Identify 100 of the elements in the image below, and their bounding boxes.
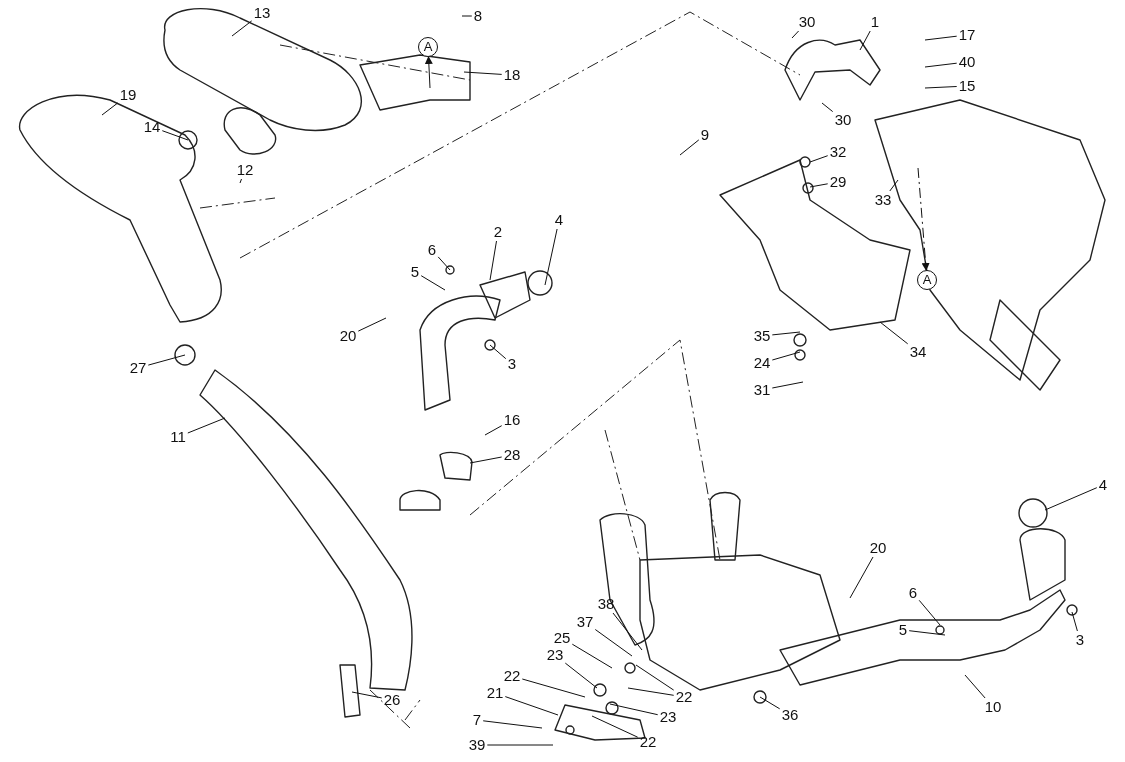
- leader-line: [849, 556, 874, 599]
- callout-number: 9: [699, 127, 711, 143]
- leader-line: [489, 344, 507, 360]
- callout-number: 20: [338, 328, 358, 344]
- leader-line: [187, 417, 226, 434]
- reference-arrow: [424, 56, 433, 89]
- callout-number: 2: [492, 224, 504, 240]
- callout-number: 6: [907, 585, 919, 601]
- leader-line: [821, 102, 834, 113]
- callout-number: 20: [868, 540, 888, 556]
- leader-line: [918, 599, 941, 626]
- callout-number: 26: [382, 692, 402, 708]
- leader-line: [504, 696, 559, 716]
- leader-line: [809, 155, 829, 163]
- callout-number: 21: [485, 685, 505, 701]
- callout-number: 11: [169, 429, 187, 445]
- leader-line: [482, 720, 543, 729]
- callout-number: 18: [502, 67, 522, 83]
- leader-line: [521, 678, 586, 698]
- callout-number: 31: [752, 382, 772, 398]
- callout-number: 1: [869, 14, 881, 30]
- callout-number: 13: [252, 5, 272, 21]
- callout-number: 23: [545, 647, 565, 663]
- callout-number: 22: [502, 668, 522, 684]
- leader-line: [101, 102, 119, 116]
- callout-number: 37: [575, 614, 595, 630]
- leader-line: [231, 20, 253, 37]
- leader-line: [889, 179, 899, 192]
- leader-line: [420, 275, 446, 291]
- callout-number: 7: [471, 712, 483, 728]
- leader-line: [879, 321, 909, 345]
- leader-line: [461, 15, 473, 17]
- leader-line: [147, 354, 186, 366]
- callout-number: 23: [658, 709, 678, 725]
- reference-arrow: [917, 167, 930, 271]
- leader-line: [484, 425, 503, 436]
- leader-line: [908, 630, 946, 636]
- leader-line: [771, 351, 801, 361]
- callout-number: 30: [833, 112, 853, 128]
- callout-number: 19: [118, 87, 138, 103]
- callout-number: 22: [638, 734, 658, 750]
- callout-number: 35: [752, 328, 772, 344]
- callout-number: 4: [553, 212, 565, 228]
- callout-number: 4: [1097, 477, 1109, 493]
- callout-number: 40: [957, 54, 977, 70]
- callout-number: 3: [1074, 632, 1086, 648]
- callout-number: 5: [897, 622, 909, 638]
- callout-number: 38: [596, 596, 616, 612]
- leader-line: [612, 612, 643, 651]
- leader-line: [635, 664, 675, 691]
- callout-number: 24: [752, 355, 772, 371]
- leader-line: [351, 691, 383, 699]
- callout-number: 14: [142, 119, 162, 135]
- leader-line: [564, 662, 598, 689]
- leader-line: [1071, 611, 1078, 632]
- leader-line: [544, 228, 558, 286]
- leader-line: [771, 331, 801, 336]
- callout-number: 28: [502, 447, 522, 463]
- callout-number: 8: [472, 8, 484, 24]
- callout-number: 17: [957, 27, 977, 43]
- leader-line: [859, 30, 871, 51]
- leader-line: [759, 696, 781, 710]
- leader-line: [1044, 487, 1098, 511]
- callout-number: 29: [828, 174, 848, 190]
- leader-line: [924, 35, 958, 41]
- callout-number: 15: [957, 78, 977, 94]
- leader-line: [924, 86, 958, 89]
- callout-number: 30: [797, 14, 817, 30]
- callout-number: 33: [873, 192, 893, 208]
- leader-line: [571, 643, 613, 669]
- callout-number: 5: [409, 264, 421, 280]
- leader-line: [239, 178, 242, 184]
- callout-number: 32: [828, 144, 848, 160]
- callout-number: 12: [235, 162, 255, 178]
- callout-number: 16: [502, 412, 522, 428]
- callout-number: 39: [467, 737, 487, 753]
- leader-line: [809, 183, 829, 188]
- callout-number: 6: [426, 242, 438, 258]
- reference-marker: A: [418, 37, 438, 57]
- leader-line: [594, 629, 633, 657]
- callout-number: 10: [983, 699, 1003, 715]
- leader-line: [964, 674, 986, 699]
- leader-line: [161, 130, 189, 141]
- reference-marker: A: [917, 270, 937, 290]
- leader-line: [771, 381, 804, 389]
- leader-line: [489, 240, 497, 281]
- leader-line: [469, 456, 503, 464]
- callout-number: 36: [780, 707, 800, 723]
- leader-line: [437, 256, 451, 271]
- leader-line: [924, 62, 958, 68]
- callout-number: 27: [128, 360, 148, 376]
- callout-number: 22: [674, 689, 694, 705]
- callout-number: 34: [908, 344, 928, 360]
- callout-number: 25: [552, 630, 572, 646]
- leader-line: [679, 139, 700, 156]
- leader-line: [357, 317, 387, 332]
- leader-line: [486, 744, 554, 746]
- leader-line: [791, 30, 800, 39]
- leader-line: [627, 687, 675, 696]
- callout-number: 3: [506, 356, 518, 372]
